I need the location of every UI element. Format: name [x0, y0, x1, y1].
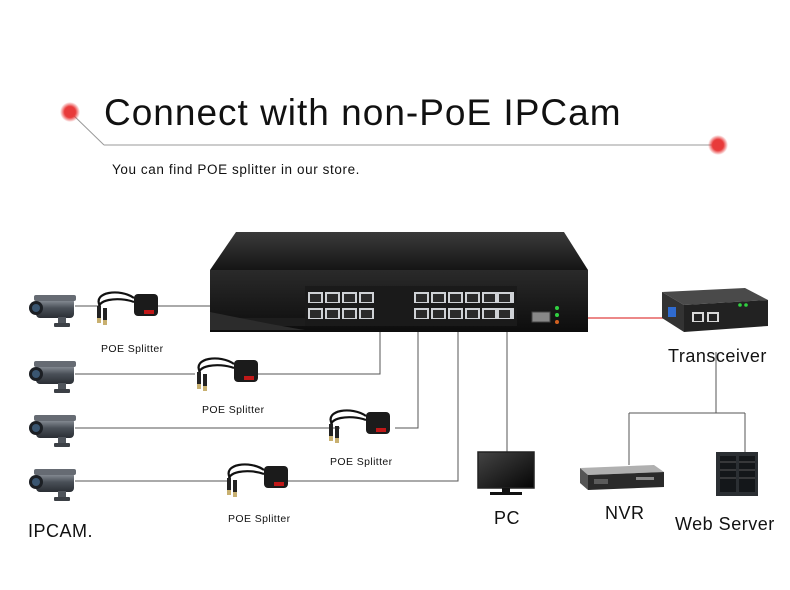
rj45-port: [431, 308, 446, 319]
ip-camera-icon: [29, 361, 76, 393]
ip-camera-icon: [29, 295, 76, 327]
poe-splitter-icon: [195, 357, 260, 393]
poe-splitter-icon: [225, 463, 290, 499]
network-switch-icon: [210, 232, 588, 332]
rj45-port: [325, 292, 340, 303]
sfp-port: [531, 311, 551, 323]
switch-leds: [555, 306, 559, 324]
splitter-label-3: POE Splitter: [330, 456, 393, 468]
monitor-icon: [477, 451, 535, 495]
cable-lines: [75, 305, 746, 482]
nvr-icon: [580, 465, 664, 490]
rj45-port: [342, 308, 357, 319]
web-server-label: Web Server: [675, 514, 775, 534]
page-title: Connect with non-PoE IPCam: [104, 92, 622, 133]
page-subtitle: You can find POE splitter in our store.: [112, 162, 361, 177]
rj45-port: [431, 292, 446, 303]
rj45-port: [497, 292, 512, 303]
rj45-port: [342, 292, 357, 303]
rj45-port: [497, 308, 512, 319]
splitter-label-4: POE Splitter: [228, 513, 291, 525]
rj45-port: [359, 292, 374, 303]
rj45-port: [448, 308, 463, 319]
rj45-port: [465, 292, 480, 303]
splitter-label-2: POE Splitter: [202, 404, 265, 416]
rj45-port: [325, 308, 340, 319]
server-rack-icon: [716, 452, 758, 496]
poe-splitter-icon: [327, 409, 392, 445]
rj45-port: [482, 308, 497, 319]
rj45-port: [414, 308, 429, 319]
ipcam-label: IPCAM.: [28, 521, 94, 541]
rj45-port: [482, 292, 497, 303]
poe-splitter-icon: [95, 291, 160, 327]
rj45-port: [414, 292, 429, 303]
rj45-port: [465, 308, 480, 319]
nvr-label: NVR: [605, 503, 645, 523]
pc-label: PC: [494, 508, 521, 528]
rj45-port: [448, 292, 463, 303]
splitter-label-1: POE Splitter: [101, 343, 164, 355]
title-underline: [60, 102, 728, 155]
rj45-port: [359, 308, 374, 319]
rj45-port: [308, 308, 323, 319]
ip-camera-icon: [29, 415, 76, 447]
transceiver-label: Transceiver: [668, 346, 767, 366]
ip-camera-icon: [29, 469, 76, 501]
rj45-port: [308, 292, 323, 303]
media-converter-icon: [662, 288, 768, 332]
